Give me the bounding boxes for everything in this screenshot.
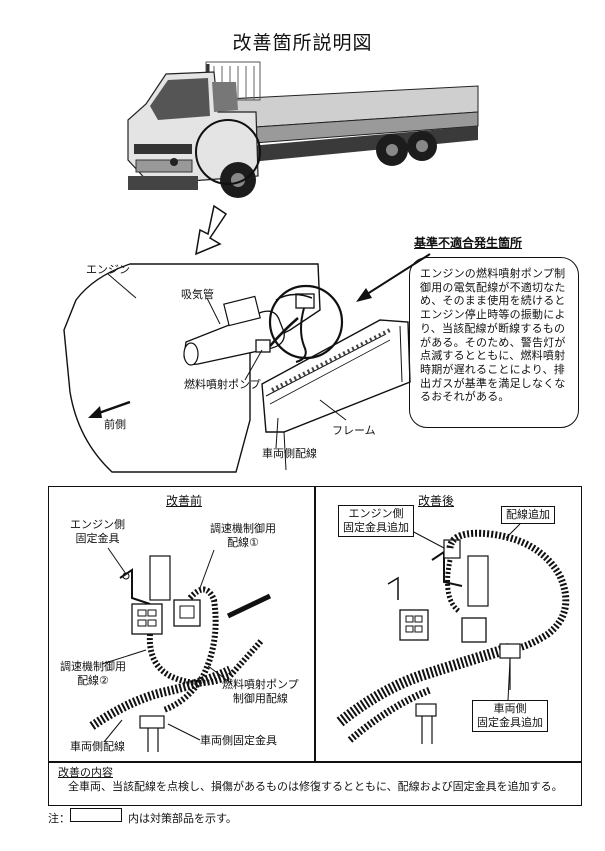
engine-label: エンジン [86,263,130,276]
improvement-text: 全車両、当該配線を点検し、損傷があるものは修復するとともに、配線および固定金具を… [68,780,563,793]
before-governor-wire2-label: 調速機制御用 配線② [60,660,126,687]
before-vehicle-wiring-label: 車両側配線 [70,740,125,753]
fuel-pump-label: 燃料噴射ポンプ [184,378,261,391]
before-pump-wire-label: 燃料噴射ポンプ 制御用配線 [222,678,299,705]
after-vehicle-bracket-added-label: 車両側 固定金具追加 [472,700,548,732]
issue-description: エンジンの燃料噴射ポンプ制御用の電気配線が不適切なため、そのまま使用を続けるとエ… [409,257,579,428]
vehicle-wiring-label: 車両側配線 [262,447,317,460]
after-heading: 改善後 [418,494,455,508]
before-governor-wire1-label: 調速機制御用 配線① [210,522,276,549]
before-engine-bracket-label: エンジン側 固定金具 [70,518,125,545]
after-engine-bracket-added-label: エンジン側 固定金具追加 [338,505,414,537]
improvement-divider [48,761,582,763]
improvement-heading: 改善の内容 [58,766,113,779]
note-text: 内は対策部品を示す。 [128,812,237,825]
frame-label: フレーム [332,424,376,437]
after-wiring-added-label: 配線追加 [501,506,555,524]
before-vehicle-bracket-label: 車両側固定金具 [200,734,277,747]
note-prefix: 注： [48,812,70,825]
before-heading: 改善前 [166,494,203,508]
intake-pipe-label: 吸気管 [181,288,214,301]
legend-box [70,808,122,822]
issue-location-label: 基準不適合発生箇所 [414,236,523,250]
front-side-label: 前側 [104,418,126,431]
page-title: 改善箇所説明図 [232,32,373,54]
panel-divider [314,486,316,761]
